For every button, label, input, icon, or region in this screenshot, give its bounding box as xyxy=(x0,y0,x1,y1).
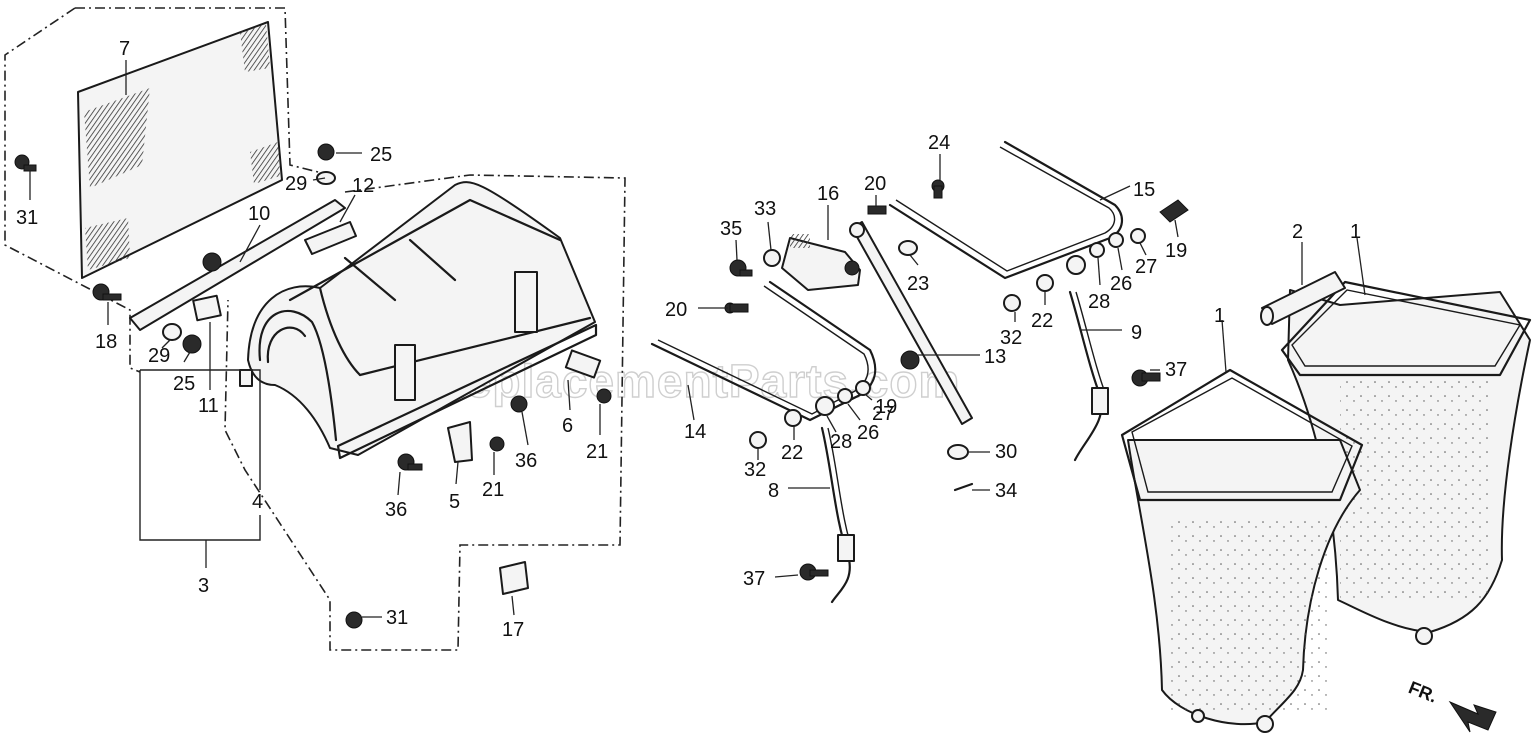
callout-13: 13 xyxy=(984,346,1006,368)
callout-3: 3 xyxy=(198,575,209,597)
callout-8: 8 xyxy=(768,480,779,502)
callout-26: 26 xyxy=(1110,273,1132,295)
callout-20: 20 xyxy=(665,299,687,321)
direction-label: FR. xyxy=(1406,677,1440,706)
hardware-center xyxy=(724,179,1189,581)
callout-34: 34 xyxy=(995,480,1017,502)
callout-22: 22 xyxy=(781,442,803,464)
bracket-part-16 xyxy=(781,234,861,291)
callout-36: 36 xyxy=(385,499,407,521)
bag-part-1-front xyxy=(1120,368,1364,733)
callout-18: 18 xyxy=(95,331,117,353)
callout-1: 1 xyxy=(1214,305,1225,327)
callout-2: 2 xyxy=(1292,221,1303,243)
leaders-right xyxy=(1221,237,1366,373)
callout-25: 25 xyxy=(173,373,195,395)
callout-21: 21 xyxy=(482,479,504,501)
callout-20: 20 xyxy=(864,173,886,195)
callout-17: 17 xyxy=(502,619,524,641)
callout-30: 30 xyxy=(995,441,1017,463)
handle-part-9 xyxy=(1068,290,1109,462)
callout-10: 10 xyxy=(248,203,270,225)
callout-14: 14 xyxy=(684,421,706,443)
leaders-center xyxy=(687,154,1179,578)
callout-25: 25 xyxy=(370,144,392,166)
rod-part-13 xyxy=(849,221,973,425)
plate-part-12 xyxy=(304,221,357,255)
callout-35: 35 xyxy=(720,218,742,240)
callout-22: 22 xyxy=(1031,310,1053,332)
callout-21: 21 xyxy=(586,441,608,463)
callout-31: 31 xyxy=(386,607,408,629)
front-direction-arrow xyxy=(1448,700,1497,733)
callout-28: 28 xyxy=(1088,291,1110,313)
callout-37: 37 xyxy=(1165,359,1187,381)
assembly-outline-left xyxy=(4,7,626,651)
callout-19: 19 xyxy=(1165,240,1187,262)
handle-part-8 xyxy=(820,426,855,604)
tube-part-2 xyxy=(1260,271,1346,326)
callout-19: 19 xyxy=(875,396,897,418)
callout-1: 1 xyxy=(1350,221,1361,243)
callout-31: 31 xyxy=(16,207,38,229)
callout-32: 32 xyxy=(1000,327,1022,349)
callout-5: 5 xyxy=(449,491,460,513)
callout-26: 26 xyxy=(857,422,879,444)
callout-23: 23 xyxy=(907,273,929,295)
callout-15: 15 xyxy=(1133,179,1155,201)
callout-27: 27 xyxy=(1135,256,1157,278)
frame-part-15 xyxy=(888,140,1123,280)
hardware-left xyxy=(14,143,612,629)
callout-27: 27 xyxy=(872,403,894,425)
callout-7: 7 xyxy=(119,38,130,60)
rod-part-10 xyxy=(129,199,346,331)
callout-4: 4 xyxy=(252,491,263,513)
callout-29: 29 xyxy=(148,345,170,367)
callout-29: 29 xyxy=(285,173,307,195)
label-part-11 xyxy=(192,294,222,322)
callout-24: 24 xyxy=(928,132,950,154)
callout-11: 11 xyxy=(198,395,219,417)
callout-12: 12 xyxy=(352,175,374,197)
bag-cover-housing xyxy=(239,181,598,460)
callout-32: 32 xyxy=(744,459,766,481)
callout-6: 6 xyxy=(562,415,573,437)
callout-9: 9 xyxy=(1131,322,1142,344)
callout-33: 33 xyxy=(754,198,776,220)
callout-16: 16 xyxy=(817,183,839,205)
screen-panel-7 xyxy=(77,21,283,279)
callout-36: 36 xyxy=(515,450,537,472)
callout-28: 28 xyxy=(830,431,852,453)
bag-part-1-rear xyxy=(1280,280,1532,645)
leaders-left xyxy=(29,60,601,618)
callout-37: 37 xyxy=(743,568,765,590)
callout-labels: 1 1 2 3 4 5 6 7 8 9 10 11 12 13 14 15 16… xyxy=(16,38,1361,641)
